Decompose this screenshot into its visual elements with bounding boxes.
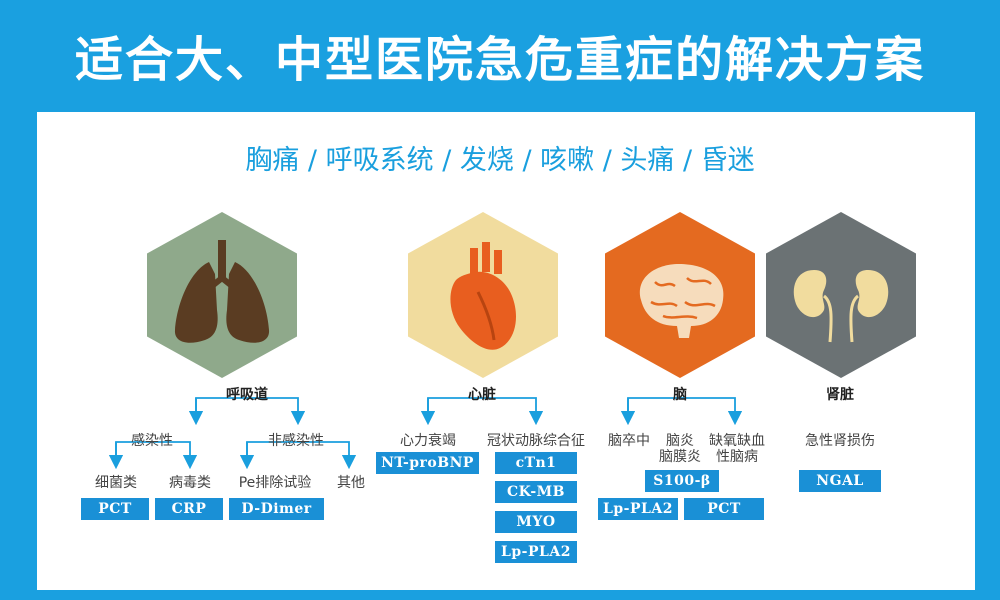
marker-crp: CRP bbox=[155, 498, 223, 520]
marker-lp-pla2-heart: Lp-PLA2 bbox=[495, 541, 577, 563]
marker-lp-pla2-brain: Lp-PLA2 bbox=[598, 498, 678, 520]
marker-s100b: S100-β bbox=[645, 470, 719, 492]
pe-test-label: Pe排除试验 bbox=[238, 475, 312, 491]
infectious-label: 感染性 bbox=[131, 433, 173, 449]
other-label: 其他 bbox=[337, 475, 365, 491]
encephalitis-label: 脑炎 bbox=[666, 433, 694, 449]
marker-pct-brain: PCT bbox=[684, 498, 764, 520]
heart-failure-label: 心力衰竭 bbox=[400, 433, 456, 449]
page-title: 适合大、中型医院急危重症的解决方案 bbox=[74, 32, 925, 88]
ischemic-label-line1: 缺氧缺血 bbox=[709, 433, 765, 449]
non-infectious-label: 非感染性 bbox=[268, 433, 324, 449]
aki-label: 急性肾损伤 bbox=[805, 433, 875, 449]
acs-label: 冠状动脉综合征 bbox=[487, 433, 585, 449]
marker-nt-probnp: NT-proBNP bbox=[376, 452, 479, 474]
brain-icon bbox=[639, 264, 724, 338]
lungs-icon bbox=[174, 240, 270, 343]
brain-label: 脑 bbox=[673, 387, 687, 403]
symptoms-line: 胸痛 / 呼吸系统 / 发烧 / 咳嗽 / 头痛 / 昏迷 bbox=[245, 145, 755, 176]
ischemic-label-line2: 性脑病 bbox=[716, 449, 758, 465]
marker-d-dimer: D-Dimer bbox=[229, 498, 324, 520]
marker-ctn1: cTn1 bbox=[495, 452, 577, 474]
marker-myo: MYO bbox=[495, 511, 577, 533]
viral-label: 病毒类 bbox=[169, 475, 211, 491]
marker-ck-mb: CK-MB bbox=[495, 481, 577, 503]
bacterial-label: 细菌类 bbox=[95, 475, 137, 491]
meningitis-label: 脑膜炎 bbox=[659, 449, 701, 465]
marker-ngal: NGAL bbox=[799, 470, 881, 492]
respiratory-label: 呼吸道 bbox=[226, 387, 268, 403]
heart-label: 心脏 bbox=[468, 387, 496, 403]
marker-pct: PCT bbox=[81, 498, 149, 520]
heart-icon bbox=[450, 242, 516, 350]
kidneys-icon bbox=[793, 270, 889, 343]
kidney-label: 肾脏 bbox=[826, 387, 854, 403]
stroke-label: 脑卒中 bbox=[608, 433, 650, 449]
